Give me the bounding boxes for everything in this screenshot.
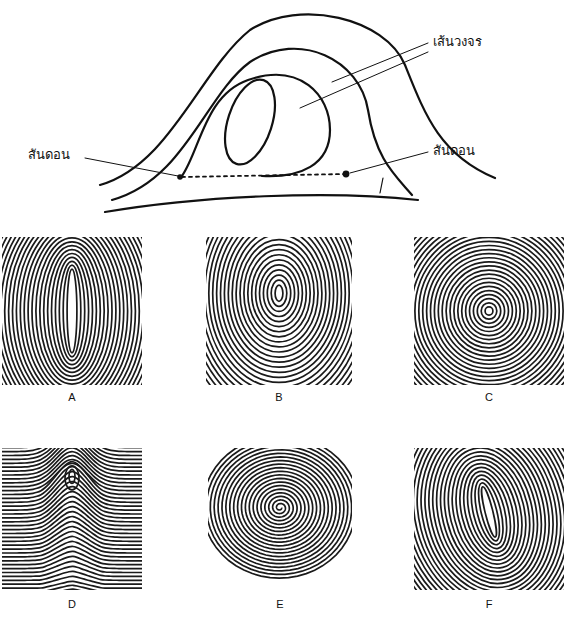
panel-letter: D <box>68 598 76 611</box>
middle-ridge <box>112 49 412 200</box>
ridge-count-line <box>182 174 345 177</box>
panel-letter: E <box>276 598 283 611</box>
part-label: สันดอน <box>28 147 70 163</box>
panel-letter: B <box>275 391 282 404</box>
fingerprint <box>2 448 142 590</box>
panel-letter: C <box>485 391 493 404</box>
part-label: เส้นวงจร <box>433 34 482 50</box>
part-label: สันดอน <box>433 143 475 159</box>
fingerprint <box>208 448 352 578</box>
panel-letter: A <box>68 391 75 404</box>
outer-ridge <box>100 14 495 185</box>
leader-line <box>350 152 428 173</box>
leader-line <box>332 43 428 82</box>
fingerprint <box>414 448 564 590</box>
leader-line <box>85 158 178 176</box>
fingerprint <box>414 237 564 385</box>
delta-point <box>177 174 183 180</box>
leader-line <box>300 52 428 108</box>
core-loop <box>215 73 284 170</box>
tick <box>380 178 383 193</box>
inner-ridge <box>182 75 330 176</box>
lower-ridge <box>105 195 418 212</box>
fingerprint <box>206 237 352 385</box>
panel-letter: F <box>486 598 493 611</box>
delta-point <box>343 171 350 178</box>
fingerprint <box>2 237 142 385</box>
